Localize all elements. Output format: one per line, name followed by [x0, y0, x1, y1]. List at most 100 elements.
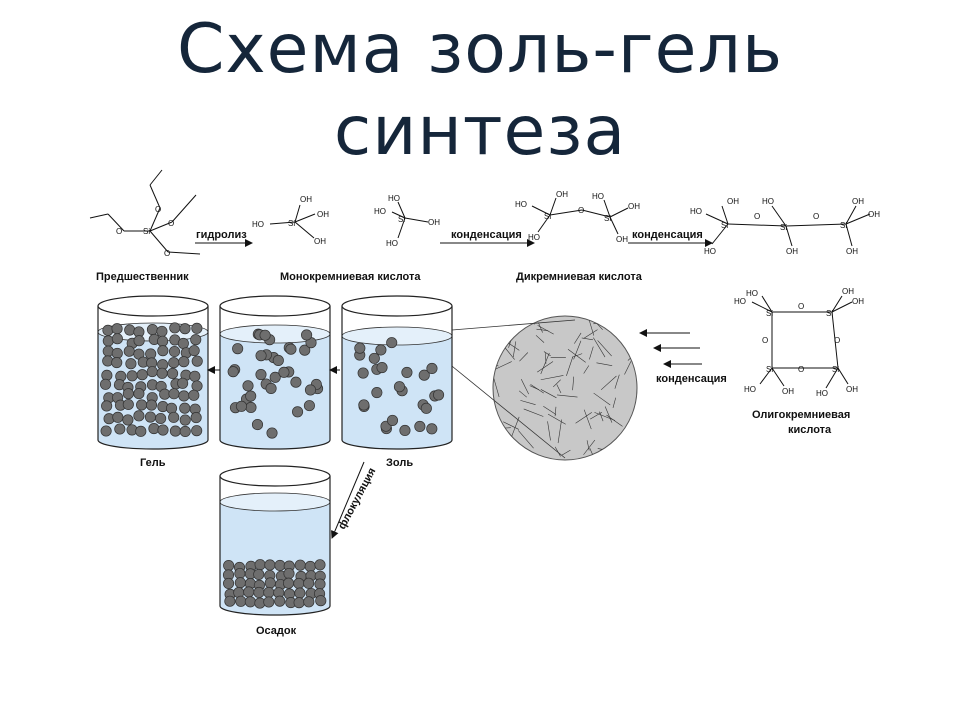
mono2-oh-label: OH — [428, 218, 440, 227]
di-ho-label: HO — [528, 233, 540, 242]
particle — [102, 345, 114, 357]
tri-oh-label: OH — [868, 210, 880, 219]
precursor-o-label: O — [164, 249, 170, 258]
network-bond — [593, 392, 611, 406]
ring-si-label: Si — [826, 309, 833, 318]
particle — [235, 400, 248, 412]
particle — [179, 425, 191, 437]
network-bond — [493, 446, 496, 456]
particle — [169, 425, 181, 437]
particle — [401, 366, 413, 378]
particle — [386, 414, 399, 426]
di-ho-label: HO — [592, 192, 604, 201]
particle — [253, 586, 265, 599]
network-bond — [610, 444, 613, 456]
particle — [290, 376, 302, 388]
precursor-o-label: O — [168, 219, 174, 228]
particle — [145, 399, 158, 411]
particle — [255, 350, 267, 362]
oligosilicic-acid-label-2: кислота — [788, 424, 832, 436]
particle — [263, 596, 275, 608]
particle — [259, 329, 271, 341]
condensation-label-1: конденсация — [451, 229, 522, 241]
tri-o-label: O — [813, 212, 819, 221]
network-bond — [631, 318, 637, 330]
particle — [156, 367, 168, 379]
particle — [136, 399, 148, 411]
particle — [376, 362, 388, 374]
network-bond — [512, 341, 517, 358]
particle — [168, 357, 180, 369]
network-bond — [583, 365, 590, 374]
tri-oh-label: OH — [846, 247, 858, 256]
network-bond — [543, 351, 551, 357]
particle — [122, 388, 134, 400]
network-bond — [589, 346, 594, 360]
particle — [299, 344, 311, 356]
gel-label: Гель — [140, 457, 166, 469]
particle — [122, 398, 134, 411]
particle — [245, 401, 257, 414]
particle — [190, 412, 202, 424]
network-bond — [574, 332, 582, 344]
particle — [223, 560, 235, 572]
network-bond — [596, 362, 613, 366]
tri-si-label: Si — [780, 223, 787, 232]
mono-ho-label: HO — [252, 220, 264, 229]
disilicic-acid-label: Дикремниевая кислота — [516, 271, 643, 283]
network-bond — [575, 412, 592, 424]
particle — [157, 345, 169, 357]
particle — [243, 586, 255, 598]
particle — [111, 323, 123, 335]
particle — [264, 577, 276, 589]
zoom-line-top — [451, 319, 576, 331]
slide-title-line-1: Схема золь-гель — [176, 10, 784, 89]
network-bond — [538, 322, 543, 333]
particle — [245, 390, 257, 402]
ring-si-label: Si — [766, 365, 773, 374]
network-bond — [627, 347, 637, 361]
network-bond — [540, 389, 557, 399]
particle — [272, 354, 284, 367]
particle — [294, 559, 306, 571]
network-bond — [552, 379, 561, 388]
tri-ho-label: HO — [762, 197, 774, 206]
particle — [111, 347, 123, 359]
particle — [102, 335, 114, 347]
monosilicic-acid-label: Монокремниевая кислота — [280, 271, 421, 283]
particle — [294, 587, 306, 599]
particle — [303, 400, 315, 412]
di-oh-label: OH — [628, 202, 640, 211]
ring-ho-label: HO — [746, 289, 758, 298]
precursor-molecule — [89, 169, 201, 255]
oligosilicic-acid-label-1: Олигокремниевая — [752, 409, 850, 421]
particle — [304, 384, 317, 396]
particle — [227, 366, 239, 378]
particle — [371, 386, 383, 399]
network-bond — [522, 452, 534, 457]
zoom-line-bottom — [441, 357, 566, 459]
particle — [264, 559, 276, 571]
particle — [179, 323, 191, 335]
particle — [167, 367, 179, 380]
particle — [146, 366, 158, 378]
ring-oh-label: OH — [846, 385, 858, 394]
particle — [136, 369, 148, 381]
particle — [293, 597, 305, 609]
particle — [123, 345, 135, 357]
network-bond — [540, 375, 564, 381]
particle — [263, 586, 275, 599]
particle — [354, 342, 366, 354]
particle — [426, 423, 438, 435]
oligosilicic-acid-ring — [751, 295, 853, 389]
particle — [282, 577, 295, 589]
network-bond — [614, 374, 620, 389]
network-bond — [590, 412, 603, 420]
mono2-ho-label: HO — [388, 194, 400, 203]
particle — [133, 410, 145, 422]
particle — [159, 388, 171, 400]
particle — [144, 411, 156, 423]
ring-o-label: O — [798, 365, 804, 374]
network-bond — [604, 406, 613, 423]
ring-ho-label: HO — [734, 297, 746, 306]
